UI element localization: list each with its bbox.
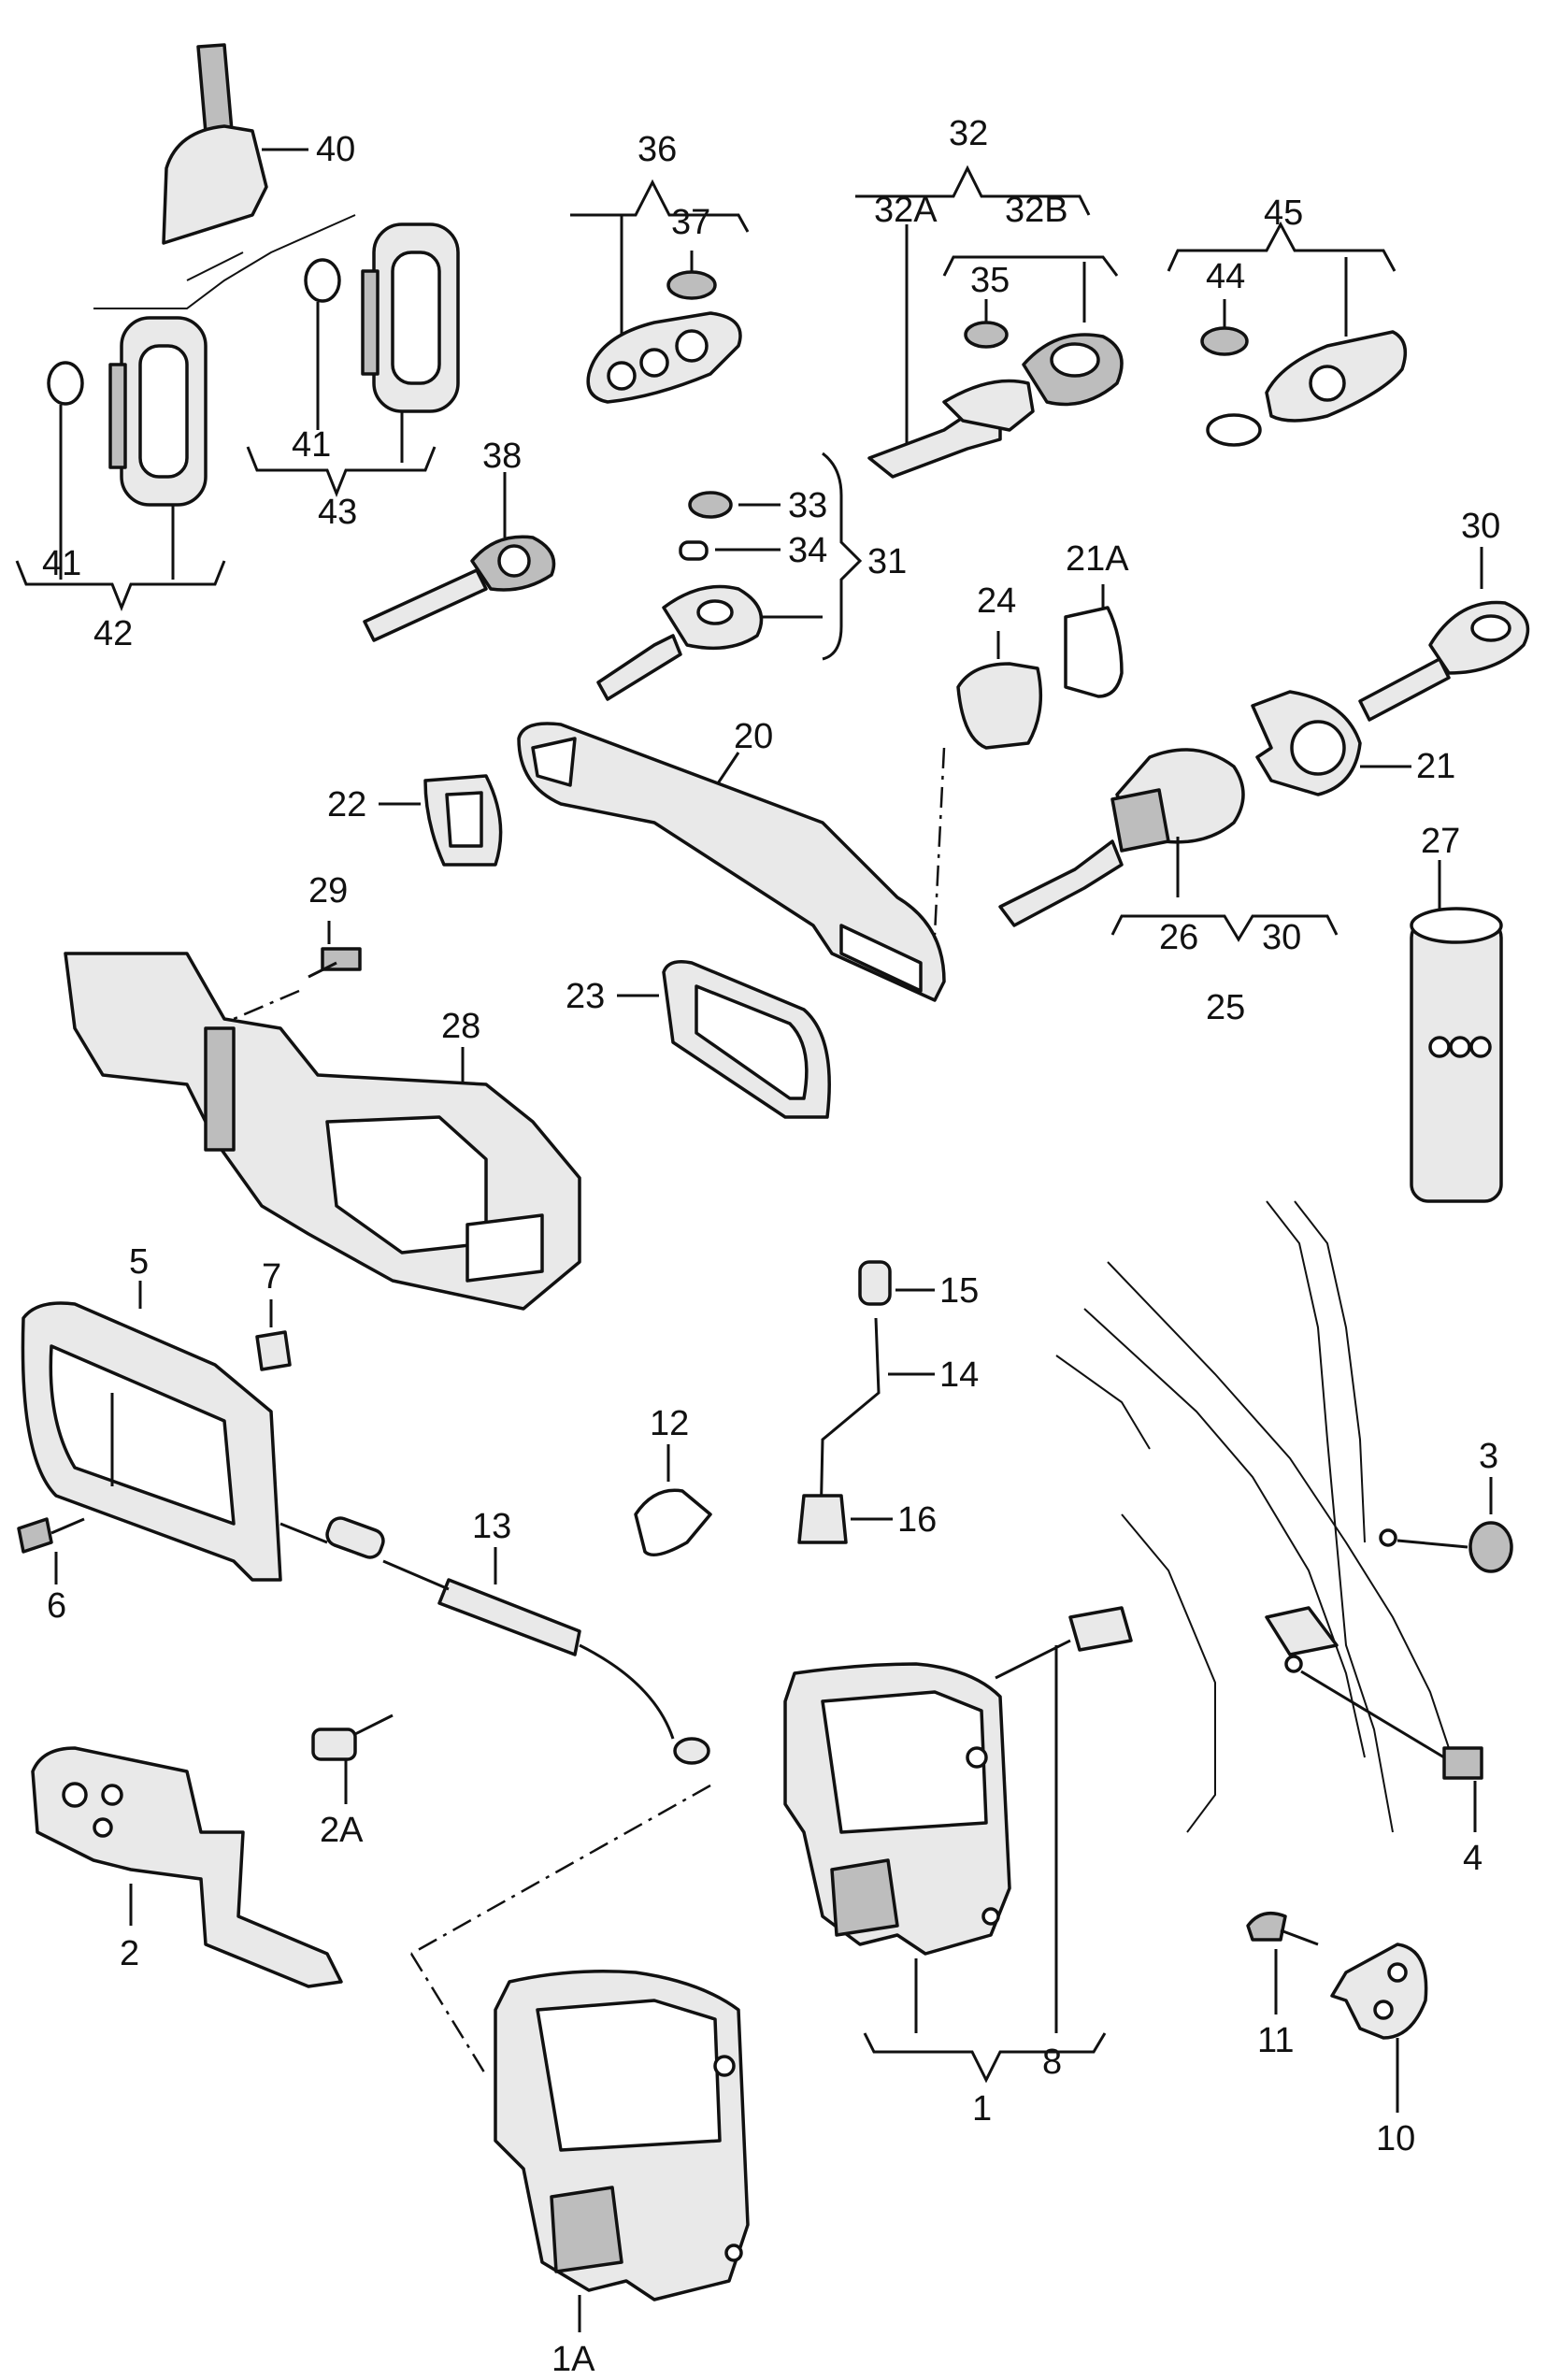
callout-24: 24	[977, 581, 1016, 621]
part-14-lock-rod	[819, 1317, 935, 1525]
callout-12: 12	[650, 1404, 689, 1443]
part-30-key	[1358, 547, 1530, 722]
part-38-key	[363, 472, 556, 642]
callout-32A: 32A	[874, 191, 938, 230]
part-7-clip	[255, 1299, 292, 1371]
part-32-folding-key	[855, 165, 1124, 479]
callout-1: 1	[972, 2089, 992, 2129]
callout-1A: 1A	[551, 2340, 595, 2379]
part-1A-door-lock	[494, 1970, 750, 2332]
part-15-knob	[858, 1260, 935, 1306]
part-21A-gasket	[1064, 584, 1124, 698]
callout-32B: 32B	[1005, 191, 1068, 230]
callout-2A: 2A	[320, 1811, 364, 1850]
part-2A-pin	[311, 1713, 394, 1804]
part-11-screw	[1246, 1911, 1319, 2014]
callout-27: 27	[1421, 822, 1460, 861]
callout-40: 40	[316, 130, 355, 169]
part-31-key-with-cap	[596, 452, 863, 701]
callout-41: 41	[42, 544, 81, 583]
door-frame-outline	[1055, 1200, 1459, 1833]
part-26-lock-cylinder	[933, 747, 1339, 942]
part-45-remote-key	[1167, 221, 1408, 447]
callout-37: 37	[671, 203, 710, 242]
callout-38: 38	[482, 437, 522, 476]
callout-16: 16	[897, 1500, 937, 1540]
callout-4: 4	[1463, 1839, 1483, 1878]
callout-7: 7	[262, 1257, 281, 1297]
callout-6: 6	[47, 1586, 66, 1626]
callout-31: 31	[867, 542, 907, 581]
callout-42: 42	[93, 614, 133, 653]
part-42-43-remote-housings	[47, 214, 460, 507]
callout-29: 29	[308, 871, 348, 910]
callout-2: 2	[120, 1934, 139, 1973]
callout-43: 43	[318, 493, 357, 532]
part-24-cap	[956, 631, 1043, 750]
part-28-handle-carrier	[64, 952, 581, 1311]
callout-33: 33	[788, 486, 827, 525]
part-8-connector	[995, 1606, 1133, 2033]
callout-34: 34	[788, 531, 827, 570]
callout-23: 23	[566, 977, 605, 1016]
part-40-key-blade-cap	[162, 43, 268, 245]
part-2-bracket	[31, 1746, 343, 1988]
part-22-gasket	[379, 774, 503, 867]
callout-30: 30	[1262, 918, 1301, 957]
callout-35: 35	[970, 261, 1010, 300]
part-4-bolt	[1300, 1670, 1483, 1832]
callout-10: 10	[1376, 2119, 1415, 2158]
callout-28: 28	[441, 1007, 480, 1046]
part-13-operating-cable	[279, 1516, 710, 1765]
callout-3: 3	[1479, 1437, 1498, 1476]
callout-21: 21	[1416, 747, 1455, 786]
part-10-striker-plate	[1330, 1943, 1428, 2113]
callout-26: 26	[1159, 918, 1198, 957]
part-5-inner-handle-bracket	[21, 1281, 282, 1582]
callout-45: 45	[1264, 194, 1303, 233]
part-16-grommet	[797, 1494, 893, 1544]
leaders-40-43	[15, 148, 437, 612]
part-36-remote-transmitter	[570, 179, 750, 404]
callout-8: 8	[1042, 2043, 1062, 2082]
callout-13: 13	[472, 1507, 511, 1546]
callout-14: 14	[939, 1355, 979, 1395]
callout-21A: 21A	[1066, 539, 1129, 579]
part-27-lubricant-can	[1410, 860, 1503, 1203]
callout-30: 30	[1461, 507, 1500, 546]
callout-36: 36	[637, 130, 677, 169]
callout-44: 44	[1206, 257, 1245, 296]
part-3-cap	[1397, 1477, 1513, 1573]
part-1-door-lock	[409, 1662, 1107, 2084]
callout-5: 5	[129, 1242, 149, 1282]
callout-41: 41	[292, 425, 331, 465]
part-21-housing	[1251, 690, 1411, 796]
part-6-screw	[17, 1517, 85, 1584]
callout-20: 20	[734, 717, 773, 756]
part-23-gasket	[617, 960, 831, 1119]
callout-11: 11	[1257, 2021, 1294, 2060]
callout-32: 32	[949, 114, 988, 153]
part-12-clip	[634, 1444, 712, 1557]
callout-25: 25	[1206, 988, 1245, 1027]
callout-22: 22	[327, 785, 366, 824]
callout-15: 15	[939, 1271, 979, 1311]
part-20-outer-handle	[517, 722, 946, 1002]
